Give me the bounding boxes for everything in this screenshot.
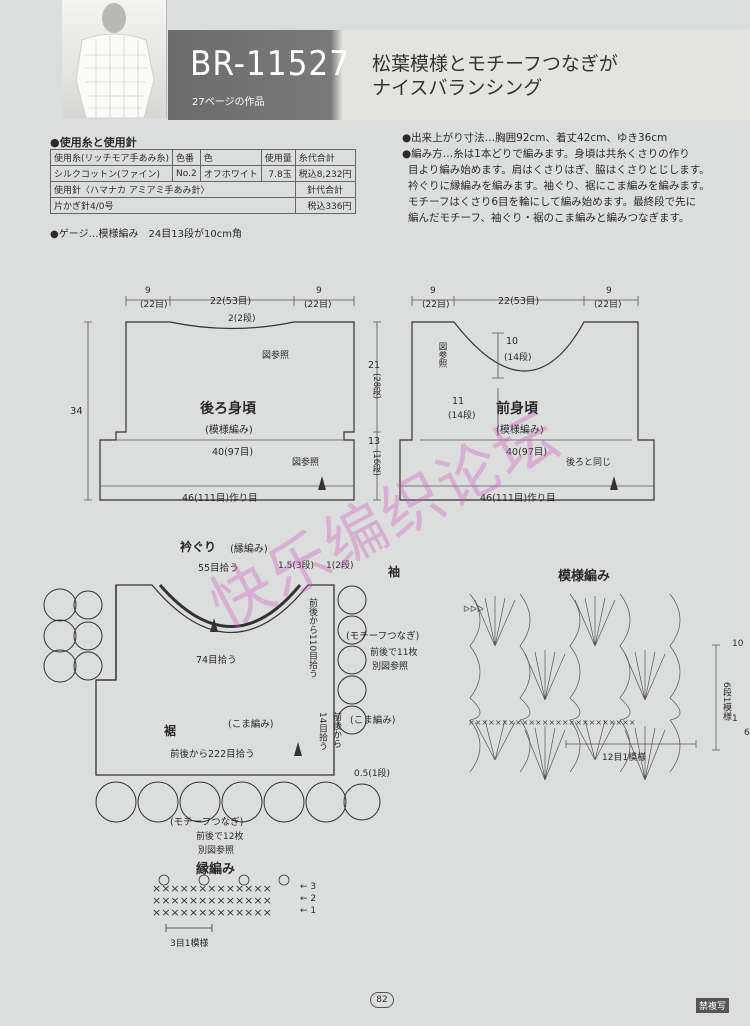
hem-motif-count: 前後で12枚 [196,832,244,842]
pick-14: 14目拾う [317,712,327,751]
edging-row-2: ← 2 [300,894,317,904]
back-body-title: 後ろ身頃 [200,401,256,417]
front-body-title: 前身頃 [496,401,538,417]
headline: 松葉模様とモチーフつなぎが ナイスバランシング [372,53,618,99]
dim-1: 1(2段) [326,561,354,571]
hem-motifs [95,781,381,823]
dim-0-5: 0.5(1段) [354,769,391,779]
front-neck-11: 11 [452,396,465,407]
chart-st-repeat: 12目1模様 [602,753,647,763]
materials-title: ●使用糸と使用針 [50,136,137,149]
pattern-code: BR-11527 [190,44,351,84]
front-width-40: 40(97目) [506,447,548,458]
edging-chart: ××××××××××××× ××××××××××××× ××××××××××××… [152,882,272,919]
svg-text:×××××××××××××: ××××××××××××× [152,894,272,907]
chart-dots: ᐅᐅᐅ [463,605,484,615]
instruction-line: ●出来上がり寸法…胸囲92cm、着丈42cm、ゆき36cm [402,132,668,144]
edging-row-1: ← 1 [300,906,317,916]
neckline-stitch: (縁編み) [230,544,268,555]
side-top: 21 [368,360,381,371]
back-neck-depth: 2(2段) [228,314,256,324]
sc-left: (こま編み) [228,719,274,730]
back-width-right: 9 [316,286,322,296]
back-width-mid: 22(53目) [210,296,252,307]
sleeve-label: 袖 [388,565,401,579]
chart-row-10: 10 [732,639,744,649]
sleeve-motifs [43,585,367,735]
same-as-back: 後ろと同じ [566,458,612,468]
back-width-40: 40(97目) [212,447,254,458]
back-see-chart-bottom: 図参照 [292,458,320,468]
side-bottom: 13 [368,436,381,447]
page-reference: 27ページの作品 [192,97,265,108]
front-body-stitch: (模様編み) [496,425,544,436]
front-neck-10: 10 [506,336,519,347]
sc-right: (こま編み) [350,715,396,726]
no-copy-badge: 禁複写 [696,998,730,1013]
front-body-outline [399,321,655,501]
edging-title: 縁編み [196,862,236,877]
gauge: ●ゲージ…模様編み 24目13段が10cm角 [50,229,242,240]
needle-cost: 税込336円 [294,197,356,214]
front-neck-10-rows: (14段) [504,353,532,363]
assembly-outline [95,584,335,776]
back-foundation: 46(111目)作り目 [182,493,258,504]
side-top-rows: (28段) [371,373,381,399]
edging-repeat: 3目1模様 [170,939,209,949]
instruction-line: 編んだモチーフ、袖ぐり・裾のこま編みと編みつなぎます。 [408,212,690,224]
back-see-chart-top: 図参照 [262,351,290,361]
pick-74: 74目拾う [196,655,237,666]
hem-label: 裾 [164,724,177,738]
pattern-chart [469,593,720,781]
back-width-right-sts: (22目) [304,300,332,310]
back-height: 34 [70,406,83,417]
sleeve-motif-ref: 別図参照 [372,662,409,672]
hem-motif-label: (モチーフつなぎ) [170,817,244,828]
front-width-right-sts: (22目) [594,300,622,310]
chart-row-1: 1 [732,714,738,724]
pick-55: 55目拾う [198,563,239,574]
chart-start: 6 [744,728,750,738]
back-body-stitch: (模様編み) [205,425,253,436]
materials-table: 使用糸(リッチモア手あみ糸) 色番 色 使用量 糸代合計 シルクコットン(ファイ… [49,149,356,214]
svg-text:×××××××××××××: ××××××××××××× [152,906,272,919]
front-width-left: 9 [430,286,436,296]
instructions: ●出来上がり寸法…胸囲92cm、着丈42cm、ゆき36cm ●編み方…糸は1本ど… [402,130,742,226]
front-width-mid: 22(53目) [498,296,540,307]
chart-row-repeat: 6段1模様 [721,682,731,721]
front-neck-11-rows: (14段) [448,411,476,421]
pick-110: 前後から110目拾う [307,598,317,679]
side-bottom-rows: (16段) [371,450,381,476]
needle-name: 片かぎ針4/0号 [50,197,296,214]
front-width-right: 9 [606,286,612,296]
model-photo [62,0,167,118]
instruction-line: モチーフはくさり6目を輪にして編み始めます。最終段で先に [408,196,697,208]
instruction-line: 目より編み始めます。肩はくさりはぎ、脇はくさりとじします。 [408,164,710,176]
back-body-outline [99,321,355,501]
sleeve-motif-label: (モチーフつなぎ) [346,631,420,642]
front-width-left-sts: (22目) [422,300,450,310]
pick-14-pre: 前後から [331,712,341,748]
pick-222: 前後から222目拾う [170,749,255,760]
dim-1-5: 1.5(3段) [278,561,315,571]
edging-row-3: ← 3 [300,882,317,892]
front-foundation: 46(111目)作り目 [480,493,556,504]
sleeve-motif-count: 前後で11枚 [370,648,418,658]
header-band [168,30,750,120]
neckline-label: 衿ぐり [180,540,217,554]
front-see-chart: 図参照 [437,342,447,368]
instruction-line: 衿ぐりに縁編みを編みます。袖ぐり、裾にこま編みを編みます。 [408,180,710,192]
pattern-chart-base-sts: ××××××××××××××××××××××××× [468,718,636,727]
back-width-left: 9 [145,286,151,296]
hem-motif-ref: 別図参照 [198,846,235,856]
page-number: 82 [370,992,394,1008]
pattern-chart-title: 模様編み [558,569,611,584]
instruction-line: ●編み方…糸は1本どりで編みます。身頃は共糸くさりの作り [402,148,690,160]
back-width-left-sts: (22目) [140,300,168,310]
svg-text:×××××××××××××: ××××××××××××× [152,882,272,895]
